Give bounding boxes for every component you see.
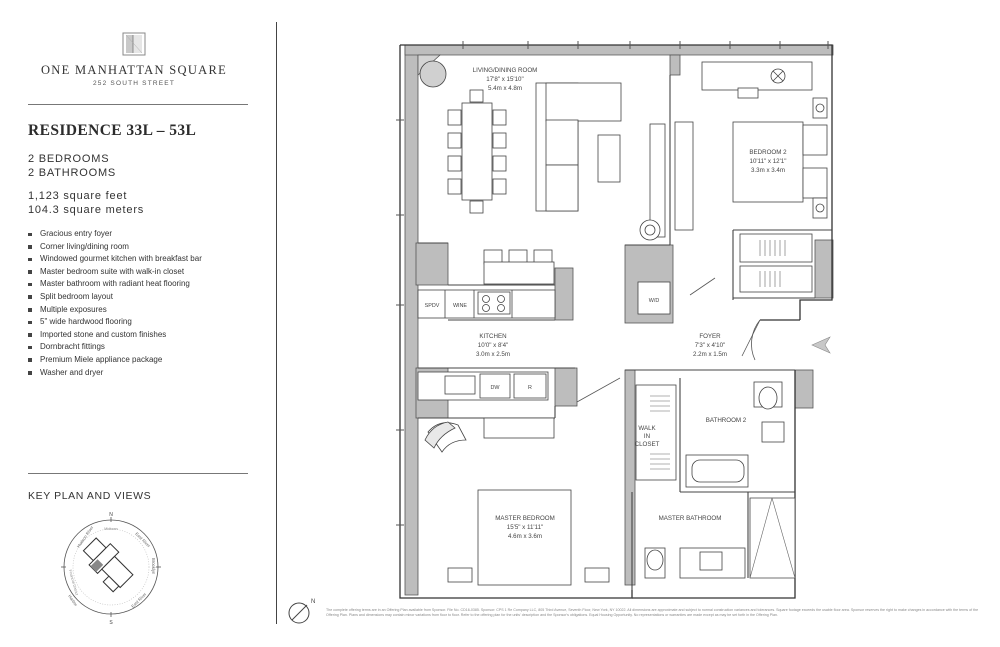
- room-dim-bedroom2: 10'11" x 12'1": [750, 158, 787, 165]
- divider: [28, 104, 248, 105]
- compass-icon: N: [288, 599, 315, 624]
- window-mullions: [396, 41, 829, 526]
- divider: [28, 473, 248, 474]
- north-label: N: [109, 512, 113, 518]
- master-furniture: [424, 381, 796, 586]
- feature-item: Corner living/dining room: [28, 241, 202, 254]
- key-label-midtown: Midtown: [104, 527, 117, 531]
- room-name-walkin-line2: IN: [644, 433, 650, 440]
- feature-item: Master bedroom suite with walk-in closet: [28, 266, 202, 279]
- room-metric-living: 5.4m x 4.8m: [488, 85, 522, 92]
- bullet-icon: [28, 270, 32, 274]
- bullet-icon: [28, 320, 32, 325]
- closet-hangers: [759, 240, 786, 287]
- compass-north: N: [311, 599, 315, 605]
- legal-disclaimer: The complete offering terms are in an Of…: [326, 608, 979, 617]
- bullet-icon: [28, 333, 32, 337]
- room-name-foyer: FOYER: [699, 333, 721, 340]
- kitchen-furniture: [417, 249, 556, 401]
- appliance-spdv: SPDV: [425, 303, 440, 309]
- feature-item: 5" wide hardwood flooring: [28, 316, 202, 329]
- sidebar: ONE MANHATTAN SQUARE 252 SOUTH STREET RE…: [0, 0, 262, 647]
- key-label-financial: Financial District: [68, 569, 79, 596]
- room-name-bath2: BATHROOM 2: [706, 417, 747, 424]
- room-metric-bedroom2: 3.3m x 3.4m: [751, 167, 785, 174]
- living-furniture: [419, 60, 666, 241]
- feature-item: Windowed gourmet kitchen with breakfast …: [28, 253, 202, 266]
- room-name-walkin-line1: WALK: [638, 425, 656, 432]
- feature-item: Master bathroom with radiant heat floori…: [28, 278, 202, 291]
- appliance-wd: W/D: [649, 298, 660, 304]
- bullet-icon: [28, 358, 32, 362]
- south-label: S: [109, 620, 113, 626]
- area-sqm: 104.3 square meters: [28, 204, 145, 216]
- room-dim-master: 15'5" x 11'11": [507, 524, 543, 531]
- feature-item: Dornbracht fittings: [28, 341, 202, 354]
- feature-item: Washer and dryer: [28, 367, 202, 380]
- bedroom-count: 2 BEDROOMS: [28, 153, 110, 165]
- key-plan-title: KEY PLAN AND VIEWS: [28, 490, 152, 502]
- bullet-icon: [28, 245, 32, 249]
- closet-rods: [650, 395, 796, 579]
- entry-arrow-icon: [811, 336, 831, 354]
- residence-title: RESIDENCE 33L – 53L: [28, 122, 197, 139]
- bullet-icon: [28, 232, 32, 236]
- floor-plan: LIVING/DINING ROOM 17'8" x 15'10" 5.4m x…: [396, 41, 834, 599]
- interior-walls: [418, 75, 832, 598]
- room-name-kitchen: KITCHEN: [479, 333, 506, 340]
- brand-name: ONE MANHATTAN SQUARE: [40, 63, 228, 77]
- bullet-icon: [28, 308, 32, 312]
- key-label-east-river-2: East River: [130, 591, 148, 609]
- vertical-divider: [276, 22, 277, 624]
- area-sqft: 1,123 square feet: [28, 190, 128, 202]
- bullet-icon: [28, 345, 32, 350]
- doors: [576, 277, 761, 403]
- building-logo-icon: [122, 32, 146, 56]
- bullet-icon: [28, 257, 32, 262]
- room-dim-foyer: 7'3" x 4'10": [695, 342, 726, 349]
- room-metric-master: 4.6m x 3.6m: [508, 533, 542, 540]
- bullet-icon: [28, 282, 32, 287]
- room-dim-kitchen: 10'0" x 8'4": [478, 342, 509, 349]
- key-label-harbor: Harbor: [67, 594, 79, 608]
- brand-address: 252 SOUTH STREET: [92, 80, 176, 87]
- feature-list: Gracious entry foyer Corner living/dinin…: [28, 228, 202, 379]
- key-label-brooklyn: Brooklyn: [151, 558, 156, 575]
- key-plan-diagram: N S Hudson River East River Brooklyn Har…: [61, 512, 161, 626]
- bullet-icon: [28, 295, 32, 299]
- room-name-walkin-line3: CLOSET: [635, 441, 660, 448]
- room-name-living: LIVING/DINING ROOM: [473, 67, 538, 74]
- bedroom2-furniture: [637, 61, 828, 315]
- room-name-master: MASTER BEDROOM: [495, 515, 554, 522]
- bullet-icon: [28, 371, 32, 375]
- room-name-master-bath: MASTER BATHROOM: [659, 515, 722, 522]
- feature-item: Split bedroom layout: [28, 291, 202, 304]
- feature-item: Multiple exposures: [28, 304, 202, 317]
- appliance-wine: WINE: [453, 303, 467, 309]
- room-metric-foyer: 2.2m x 1.5m: [693, 351, 727, 358]
- room-metric-kitchen: 3.0m x 2.5m: [476, 351, 510, 358]
- room-name-bedroom2: BEDROOM 2: [749, 149, 787, 156]
- feature-item: Premium Miele appliance package: [28, 354, 202, 367]
- room-dim-living: 17'8" x 15'10": [486, 76, 523, 83]
- appliance-dw: DW: [491, 385, 501, 391]
- bathroom-count: 2 BATHROOMS: [28, 167, 117, 179]
- feature-item: Gracious entry foyer: [28, 228, 202, 241]
- appliance-r: R: [528, 385, 532, 391]
- feature-item: Imported stone and custom finishes: [28, 329, 202, 342]
